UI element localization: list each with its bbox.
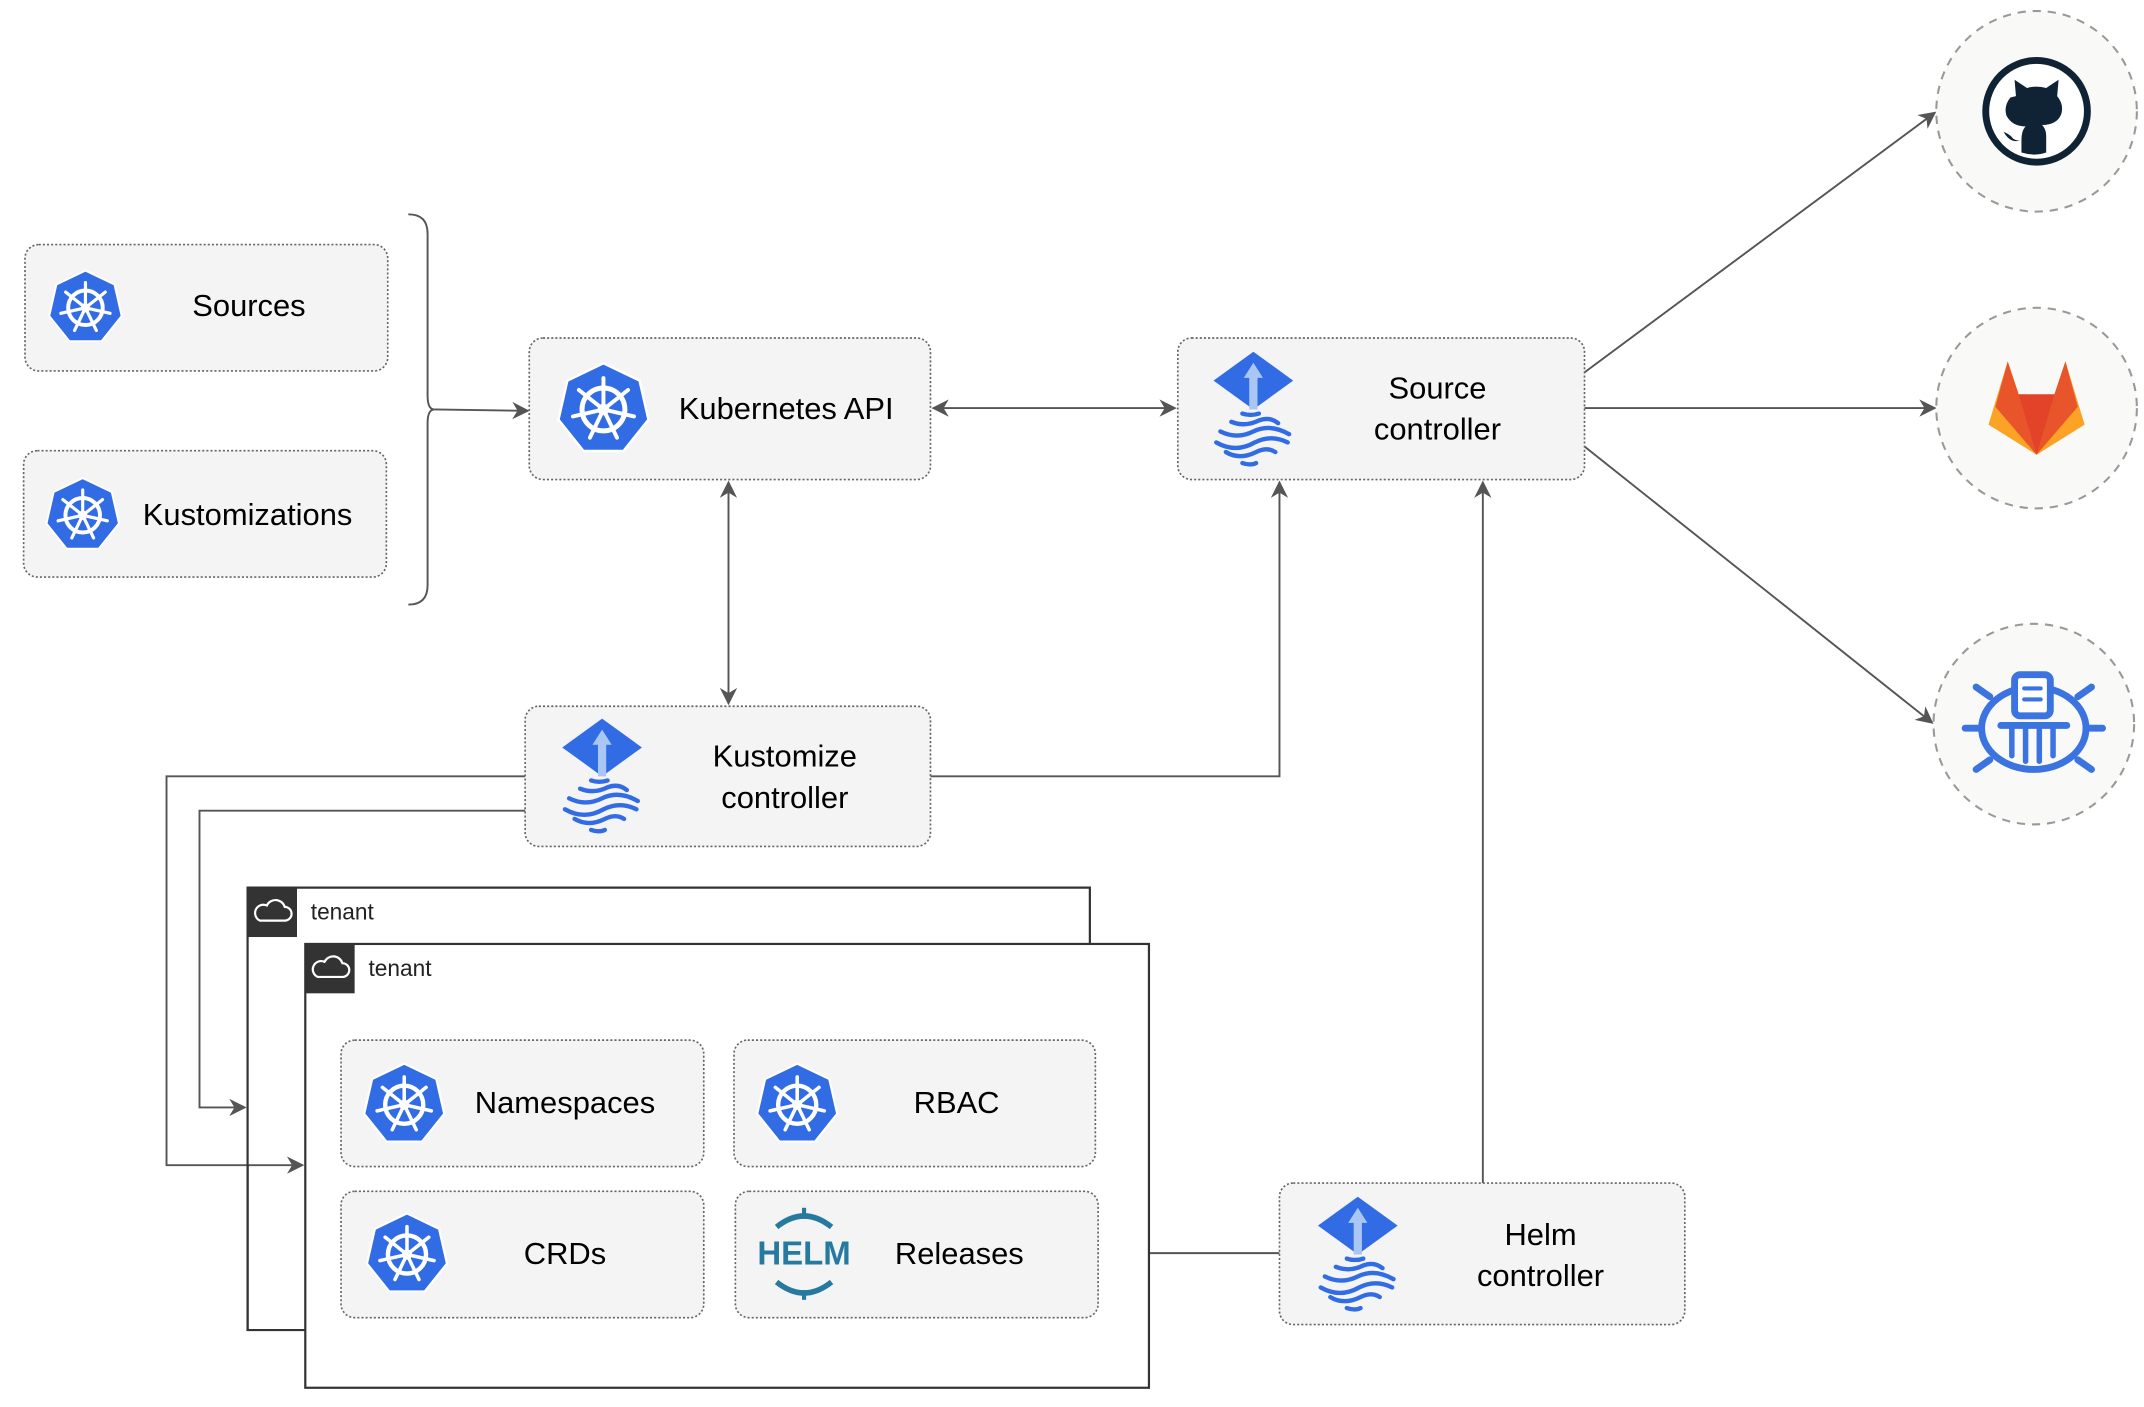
- helm-logo-text: HELM: [757, 1235, 850, 1272]
- tenant-label: tenant: [369, 955, 433, 981]
- gitlab-icon: [1988, 361, 2085, 455]
- helm-icon: HELM: [757, 1207, 851, 1300]
- node-sources[interactable]: Sources: [24, 243, 389, 372]
- node-kubernetes-api[interactable]: Kubernetes API: [528, 337, 932, 481]
- node-releases[interactable]: HELM Releases: [734, 1190, 1099, 1319]
- grouping-bracket: [408, 213, 435, 606]
- github-source[interactable]: [1935, 9, 2138, 213]
- node-crds[interactable]: CRDs: [340, 1190, 705, 1319]
- releases-label: Releases: [895, 1236, 1024, 1271]
- github-icon: [1982, 57, 2091, 166]
- node-kustomizations[interactable]: Kustomizations: [22, 449, 388, 578]
- source-controller-label-line1: Source: [1389, 370, 1487, 405]
- tenant-label: tenant: [311, 899, 375, 925]
- rbac-label: RBAC: [914, 1085, 1000, 1120]
- helm-controller-label-line2: controller: [1477, 1258, 1604, 1293]
- source-controller-label-line2: controller: [1374, 412, 1501, 447]
- helm-controller-label-line1: Helm: [1504, 1217, 1576, 1252]
- edge-kustomize-to-tenant-front: [165, 775, 526, 1174]
- edge-crds-to-kubernetes-api: [434, 401, 530, 420]
- edge-kustomize-to-tenant-back: [198, 809, 526, 1117]
- helm-repository-icon: [1961, 671, 2106, 773]
- edge-kustomize-to-source-controller: [930, 480, 1289, 778]
- namespaces-label: Namespaces: [475, 1085, 655, 1120]
- cloud-icon: [305, 943, 355, 994]
- kustomize-controller-label-line2: controller: [721, 780, 848, 815]
- node-source-controller[interactable]: Source controller: [1176, 337, 1586, 481]
- crds-label: CRDs: [524, 1236, 606, 1271]
- kubernetes-api-label: Kubernetes API: [679, 391, 894, 426]
- sources-label: Sources: [192, 288, 305, 323]
- tenant-back[interactable]: tenant: [246, 886, 1091, 1332]
- edge-source-to-helm-repository: [1583, 445, 1934, 724]
- edge-source-to-github: [1583, 111, 1937, 374]
- helm-repository-source[interactable]: [1932, 622, 2136, 826]
- kustomize-controller-label-line1: Kustomize: [713, 739, 857, 774]
- cloud-icon: [247, 887, 298, 938]
- gitlab-source[interactable]: [1935, 306, 2138, 510]
- node-namespaces[interactable]: Namespaces: [340, 1039, 705, 1168]
- node-kustomize-controller[interactable]: Kustomize controller: [524, 705, 932, 848]
- node-helm-controller[interactable]: Helm controller: [1278, 1182, 1686, 1326]
- node-rbac[interactable]: RBAC: [733, 1039, 1097, 1168]
- kustomizations-label: Kustomizations: [143, 497, 353, 532]
